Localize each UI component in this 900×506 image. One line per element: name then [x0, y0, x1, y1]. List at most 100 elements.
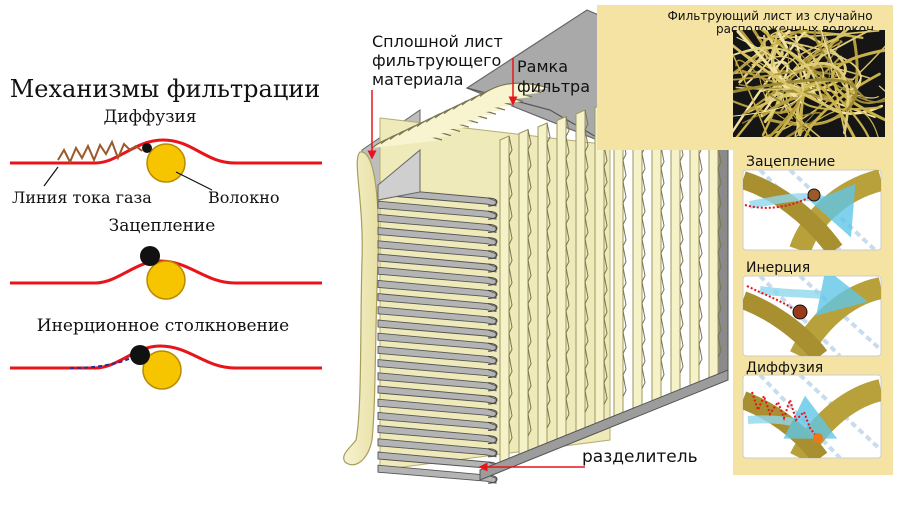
diffusion-label: Диффузия — [103, 107, 196, 127]
media-panel: Фильтрующий лист из случайно расположенн… — [597, 5, 893, 475]
media-fiber — [763, 30, 780, 60]
gas-streamline-1 — [10, 138, 322, 165]
particle-trajectory — [69, 356, 135, 369]
fiber-1 — [146, 143, 186, 183]
gas-streamline-2 — [10, 259, 322, 285]
media-fiber — [760, 45, 885, 137]
fiber-3 — [142, 350, 182, 390]
horizontal-pleat-curl — [487, 197, 498, 207]
media-fiber — [782, 37, 839, 120]
media-fiber — [799, 82, 856, 137]
continuous-sheet-label-1: Сплошной лист — [372, 32, 503, 51]
horizontal-pleat-curl — [487, 329, 498, 339]
continuous-sheet-label-3: материала — [372, 70, 463, 89]
impaction-example: Инерционное столкновение — [10, 316, 322, 390]
media-fiber — [761, 96, 801, 137]
horizontal-pleat-curl — [487, 342, 498, 352]
frame-bottom — [479, 369, 729, 481]
mechanisms-title: Механизмы фильтрации — [10, 75, 321, 103]
particle-interception — [140, 246, 160, 266]
horizontal-pleat-curl — [487, 276, 498, 286]
pleated-filter: Сплошной лист фильтрующего материала Рам… — [343, 9, 730, 484]
interception-example: Зацепление — [10, 216, 322, 300]
horizontal-pleat-curl — [487, 421, 498, 431]
media-fiber — [733, 78, 858, 112]
inset-interception-label: Зацепление — [746, 154, 835, 170]
media-fiber — [760, 30, 870, 137]
horizontal-pleat-curl — [487, 435, 498, 445]
inset-diffusion — [742, 374, 882, 459]
horizontal-pleat-curl — [487, 237, 498, 247]
media-fiber — [733, 43, 842, 113]
streamline-pointer — [43, 166, 59, 187]
media-fiber — [783, 30, 847, 98]
impaction-label: Инерционное столкновение — [37, 316, 289, 336]
horizontal-pleat-curl — [487, 289, 498, 299]
interception-label: Зацепление — [109, 216, 216, 236]
inset-inertia-label: Инерция — [746, 260, 810, 276]
media-fiber — [830, 48, 885, 122]
inset-interception — [742, 169, 882, 251]
vertical-pleat-edge — [565, 116, 570, 421]
vertical-pleat — [575, 109, 586, 439]
media-fiber — [878, 85, 885, 92]
continuous-sheet-label-2: фильтрующего — [372, 51, 501, 70]
fiber-label: Волокно — [208, 188, 279, 207]
vertical-pleat-edge — [508, 135, 513, 445]
diffusion-example: Диффузия Линия тока газа Волокно — [10, 107, 322, 207]
fiber-2 — [146, 260, 186, 300]
horizontal-pleat-curl — [487, 448, 498, 458]
horizontal-pleat-curl — [487, 210, 498, 220]
horizontal-pleat-curl — [487, 382, 498, 392]
vertical-pleat-edge — [603, 103, 608, 405]
vertical-pleat-edge — [527, 129, 532, 437]
horizontal-pleat-curl — [487, 263, 498, 273]
horizontal-pleat — [377, 464, 497, 484]
horizontal-pleat-curl — [487, 355, 498, 365]
media-fiber — [793, 61, 850, 135]
media-fiber — [763, 91, 783, 124]
inset-diffusion-label: Диффузия — [746, 360, 823, 376]
horizontal-pleat-curl — [487, 395, 498, 405]
frame-label-1: Рамка — [517, 57, 568, 76]
media-fiber — [733, 60, 852, 81]
media-fiber — [735, 30, 825, 91]
separator-label: разделитель — [582, 447, 698, 467]
horizontal-pleat-curl — [487, 250, 498, 260]
horizontal-pleat-curl — [487, 303, 498, 313]
vertical-pleat — [499, 135, 510, 471]
brownian-path — [57, 139, 143, 165]
media-fiber — [820, 30, 863, 90]
media-fiber — [740, 46, 823, 101]
horizontal-pleat-curl — [487, 316, 498, 326]
horizontal-pleat-curl — [487, 408, 498, 418]
gas-streamline-label: Линия тока газа — [12, 188, 152, 207]
mechanisms-section: Механизмы фильтрации Диффузия Линия тока… — [10, 75, 322, 390]
gas-streamline-3 — [10, 344, 322, 370]
loose-sheet — [343, 151, 380, 466]
inset-inertia — [742, 275, 882, 357]
media-title-1: Фильтрующий лист из случайно — [667, 9, 872, 23]
media-fiber — [733, 36, 804, 117]
vertical-pleat — [556, 115, 567, 447]
media-fiber — [777, 31, 789, 49]
fiber-pointer — [175, 171, 213, 191]
vertical-pleat — [537, 122, 548, 455]
horizontal-pleats — [377, 148, 498, 484]
media-fiber — [803, 72, 881, 137]
vertical-pleat — [518, 128, 529, 463]
vertical-pleat-edge — [584, 109, 589, 413]
horizontal-pleat-curl — [487, 223, 498, 233]
top-pleat-fins — [371, 82, 551, 149]
horizontal-pleat-curl — [487, 369, 498, 379]
frame-label-2: фильтра — [517, 77, 590, 96]
particle-diffusion — [142, 143, 152, 153]
media-fiber — [760, 60, 789, 117]
vertical-pleat — [594, 102, 605, 431]
vertical-pleat-edge — [546, 122, 551, 429]
particle-impaction — [130, 345, 150, 365]
media-fibers — [733, 30, 885, 137]
media-fiber — [733, 53, 769, 137]
